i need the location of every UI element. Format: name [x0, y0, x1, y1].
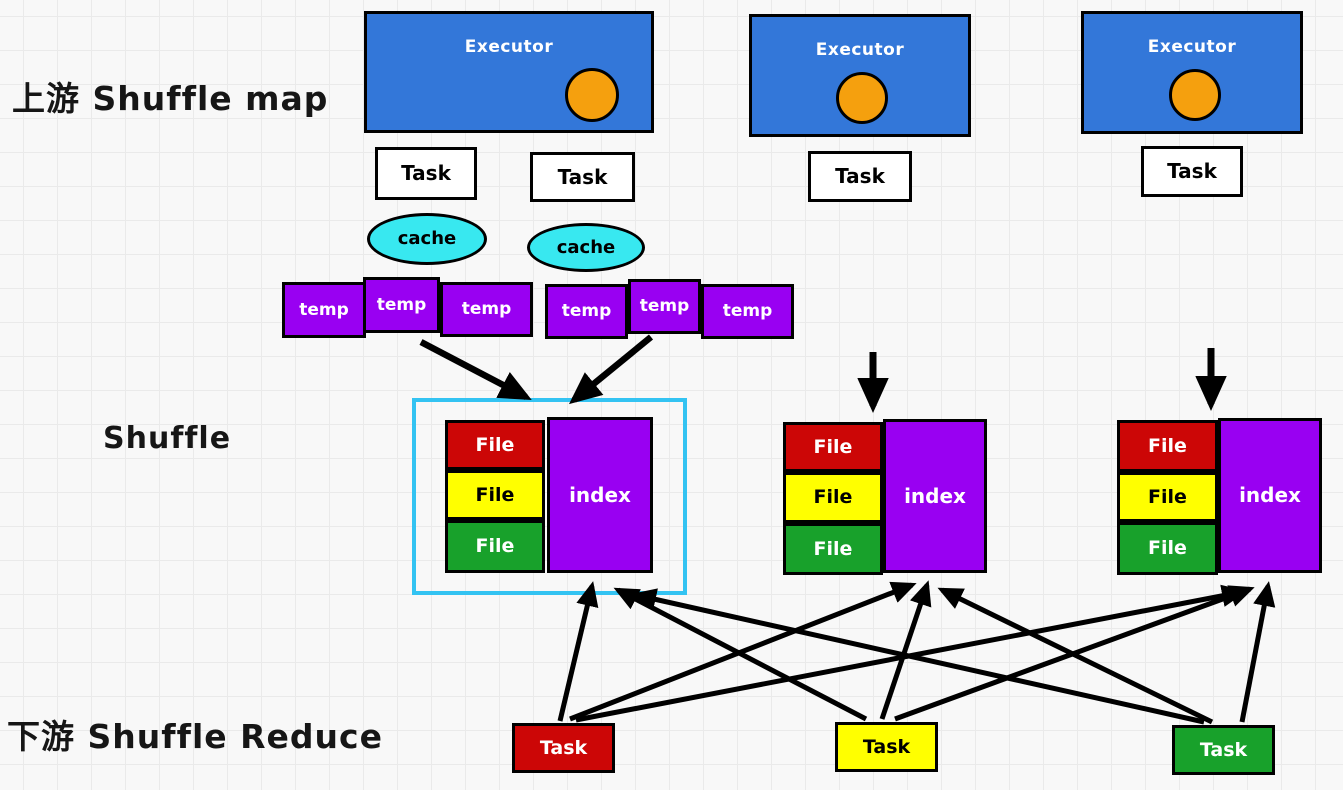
executor-box-1: Executor: [364, 11, 654, 133]
executor-core-circle-icon: [836, 72, 888, 124]
arrow-yellow-task-to-shuffle2: [879, 580, 932, 720]
temp-file-box-2: temp: [363, 277, 440, 333]
executor-core-circle-icon: [565, 68, 619, 122]
temp-file-box-6: temp: [701, 284, 794, 339]
map-task-box-4: Task: [1141, 146, 1243, 197]
shuffle1-highlight-box: [412, 398, 687, 595]
temp-file-box-4: temp: [545, 284, 628, 339]
arrow-yellow-task-to-shuffle1: [613, 587, 868, 722]
executor-label: Executor: [464, 37, 554, 57]
executor-box-3: Executor: [1081, 11, 1303, 134]
shuffle2-file-green: File: [783, 523, 883, 575]
shuffle3-file-green: File: [1117, 522, 1218, 575]
arrow-green-task-to-shuffle1: [631, 588, 1205, 725]
shuffle3-index-box: index: [1218, 418, 1322, 573]
executor-label: Executor: [815, 40, 905, 60]
reduce-task-green: Task: [1172, 725, 1275, 775]
label-upstream-shuffle-map: 上游 Shuffle map: [12, 79, 329, 118]
arrow-temp-group2-to-shuffle1: [568, 334, 654, 405]
arrow-temp-group1-to-shuffle1: [419, 339, 532, 401]
shuffle2-index-box: index: [883, 419, 987, 573]
temp-file-box-3: temp: [440, 282, 533, 337]
shuffle2-file-yellow: File: [783, 472, 883, 523]
shuffle1-file-yellow: File: [445, 470, 545, 520]
reduce-task-yellow: Task: [835, 722, 938, 772]
executor-label: Executor: [1147, 37, 1237, 57]
executor-box-2: Executor: [749, 14, 971, 137]
shuffle2-file-red: File: [783, 422, 883, 472]
shuffle1-file-green: File: [445, 520, 545, 573]
map-task-box-1: Task: [375, 147, 477, 200]
label-shuffle: Shuffle: [103, 421, 232, 456]
cache-ellipse-1: cache: [367, 213, 487, 265]
reduce-task-red: Task: [512, 723, 615, 773]
arrow-green-task-to-shuffle2: [937, 587, 1214, 725]
cache-ellipse-2: cache: [527, 223, 645, 272]
shuffle3-file-yellow: File: [1117, 472, 1218, 522]
shuffle3-file-red: File: [1117, 420, 1218, 472]
shuffle1-file-red: File: [445, 420, 545, 470]
shuffle1-index-box: index: [547, 417, 653, 573]
temp-file-box-5: temp: [628, 279, 701, 334]
label-downstream-shuffle-reduce: 下游 Shuffle Reduce: [7, 717, 383, 756]
map-task-box-2: Task: [530, 152, 635, 202]
executor-core-circle-icon: [1169, 69, 1221, 121]
arrow-green-task-to-shuffle3: [1239, 581, 1276, 723]
map-task-box-3: Task: [808, 151, 912, 202]
arrow-red-task-to-shuffle1: [557, 581, 599, 722]
